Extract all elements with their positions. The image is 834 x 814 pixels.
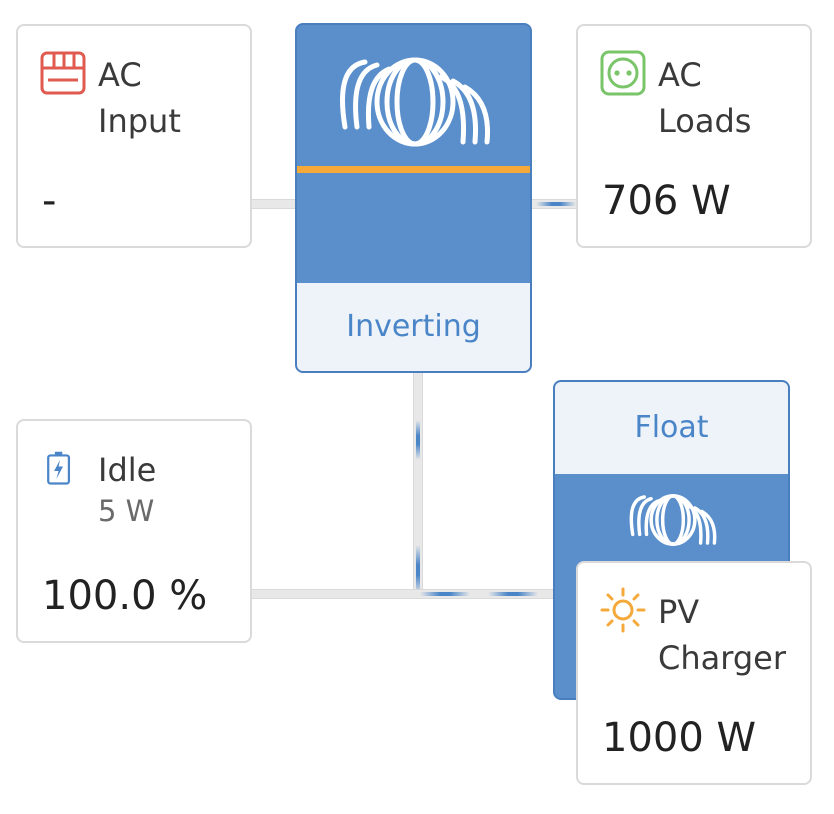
flow-inverter-acloads xyxy=(536,202,576,206)
pv-charger-value: 1000 W xyxy=(602,715,757,761)
pv-charger-card[interactable]: PV Charger 1000 W xyxy=(576,561,812,785)
grid-icon xyxy=(40,51,86,95)
battery-power: 5 W xyxy=(98,494,155,528)
ac-input-value: - xyxy=(42,178,57,224)
battery-soc: 100.0 % xyxy=(42,573,208,619)
sun-icon xyxy=(600,587,646,633)
ac-input-card[interactable]: AC Input - xyxy=(16,24,252,248)
victron-logo xyxy=(340,57,491,147)
ac-loads-value: 706 W xyxy=(602,178,731,224)
socket-icon xyxy=(600,50,646,96)
inverter-separator xyxy=(297,166,530,173)
battery-icon xyxy=(47,451,71,485)
flow-inverter-down-2 xyxy=(416,545,420,595)
victron-logo-small xyxy=(629,494,717,546)
inverter-device[interactable]: Inverting xyxy=(295,23,532,373)
ac-input-title: AC Input xyxy=(98,56,181,140)
flow-dc-bus-1 xyxy=(420,592,470,596)
solar-charger-state: Float xyxy=(555,382,788,474)
ac-loads-card[interactable]: AC Loads 706 W xyxy=(576,24,812,248)
ac-loads-title: AC Loads xyxy=(658,56,752,140)
battery-card[interactable]: Idle 5 W 100.0 % xyxy=(16,419,252,643)
pv-charger-title: PV Charger xyxy=(658,593,786,677)
flow-dc-bus-2 xyxy=(488,592,538,596)
inverter-state: Inverting xyxy=(297,283,530,371)
flow-inverter-down xyxy=(416,420,420,460)
battery-state-title: Idle xyxy=(98,451,157,489)
line-acin-inverter xyxy=(250,199,298,209)
